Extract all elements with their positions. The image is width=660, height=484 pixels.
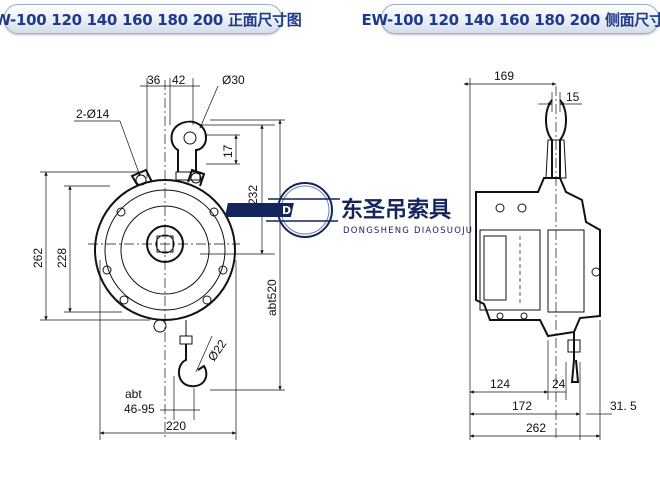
company-logo: DSI 东圣吊索具 DONGSHENG DIAOSUOJU	[224, 182, 473, 238]
dim-232: 232	[246, 185, 260, 205]
dim-42: 42	[172, 73, 186, 87]
dim-abt520: abt520	[265, 279, 279, 316]
dim-holes: 2-Ø14	[76, 107, 110, 121]
side-dim-262: 262	[526, 421, 546, 435]
logo-mark-text: DSI	[282, 204, 315, 217]
side-dim-172: 172	[512, 399, 532, 413]
dim-17: 17	[221, 144, 235, 158]
dim-hole-top: Ø30	[222, 73, 245, 87]
logo-name-en: DONGSHENG DIAOSUOJU	[343, 226, 473, 236]
side-dim-169: 169	[494, 69, 514, 83]
logo-name-cn: 东圣吊索具	[341, 197, 451, 223]
dim-hook: Ø22	[205, 337, 230, 364]
dim-36: 36	[147, 73, 161, 87]
dim-220: 220	[166, 419, 186, 433]
logo-mark: DSI	[224, 182, 340, 238]
front-view-title: EW-100 120 140 160 180 200 正面尺寸图	[0, 10, 302, 29]
bottom-hook	[178, 344, 208, 388]
dim-abt: abt	[125, 387, 142, 401]
dim-262: 262	[31, 248, 45, 268]
side-dim-31-5: 31. 5	[610, 399, 637, 413]
dim-range: 46-95	[124, 402, 155, 416]
side-view-title-banner: EW-100 120 140 160 180 200 侧面尺寸图	[362, 4, 660, 34]
side-dim-124: 124	[490, 377, 510, 391]
front-view-title-banner: EW-100 120 140 160 180 200 正面尺寸图	[0, 4, 302, 34]
side-view-title: EW-100 120 140 160 180 200 侧面尺寸图	[361, 10, 660, 29]
side-view-drawing: 169 15 124 24 172 31. 5 262	[463, 69, 637, 440]
side-dim-24: 24	[552, 377, 566, 391]
dim-228: 228	[55, 248, 69, 268]
side-dim-15: 15	[566, 90, 580, 104]
front-view-drawing: 36 42 Ø30 2-Ø14 17 232 abt520 262 228	[31, 73, 285, 440]
top-hook	[170, 120, 208, 172]
side-bottom-hook	[570, 359, 580, 383]
